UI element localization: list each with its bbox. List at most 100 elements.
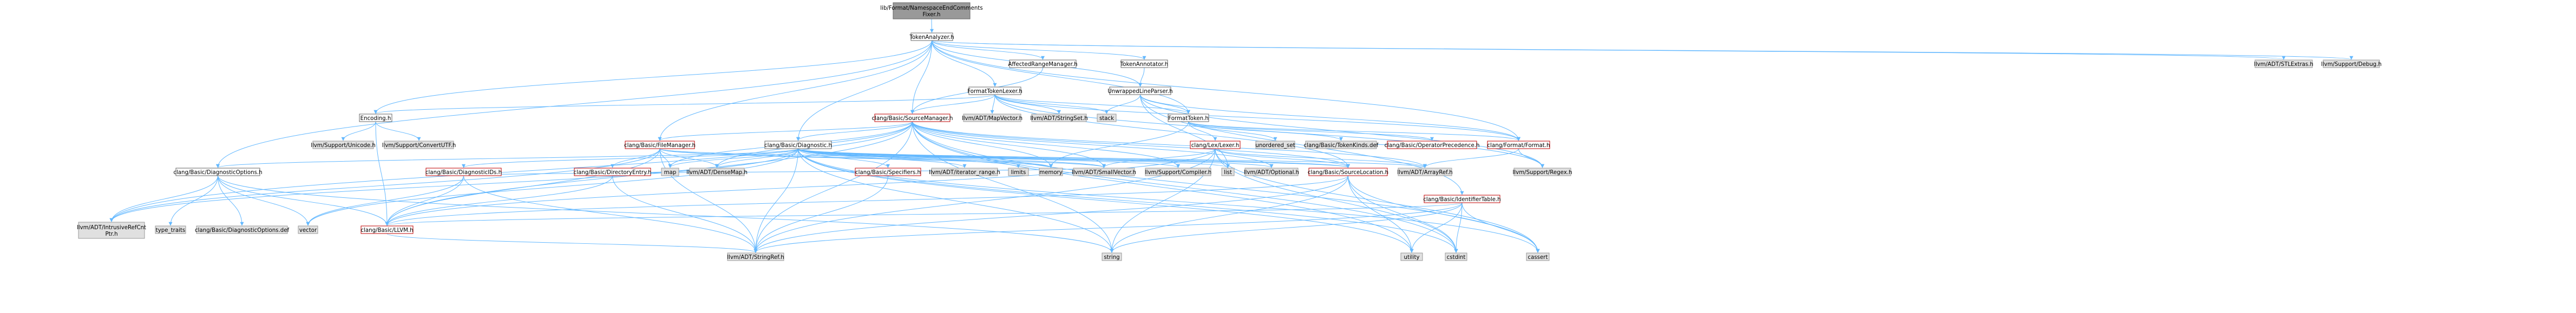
node-formattoken[interactable]: FormatToken.h	[1168, 114, 1209, 122]
node-affectedrange[interactable]: AffectedRangeManager.h	[1008, 59, 1078, 68]
node-box	[1221, 168, 1235, 176]
dependency-edge	[218, 175, 1114, 253]
node-box	[625, 141, 695, 149]
dependency-edge	[1215, 148, 1350, 168]
node-box	[1102, 252, 1122, 261]
nodes-layer: lib/Format/NamespaceEndCommentsFixer.hTo…	[77, 2, 2382, 261]
dependency-edge	[385, 202, 1463, 226]
node-label: clang/Basic/SourceLocation.h	[1308, 170, 1388, 176]
node-lexer[interactable]: clang/Lex/Lexer.h	[1190, 141, 1241, 149]
node-llvmh[interactable]: clang/Basic/LLVM.h	[360, 225, 414, 234]
dependency-edge	[753, 148, 798, 253]
node-debug: llvm/Support/Debug.h	[2321, 59, 2382, 68]
node-formattokenlexer[interactable]: FormatTokenLexer.h	[967, 86, 1022, 95]
node-label: Fixer.h	[923, 12, 941, 18]
node-label: llvm/ADT/iterator_range.h	[929, 170, 1000, 176]
node-diagids[interactable]: clang/Basic/DiagnosticIDs.h	[425, 168, 502, 176]
node-label: llvm/Support/Unicode.h	[311, 143, 376, 149]
dependency-edge	[798, 148, 967, 168]
node-box	[298, 225, 318, 234]
node-label: limits	[1011, 170, 1026, 176]
dependency-edge	[1138, 67, 1145, 87]
node-specifiers[interactable]: clang/Basic/Specifiers.h	[855, 168, 921, 176]
dependency-edge	[753, 175, 1348, 253]
node-encoding[interactable]: Encoding.h	[359, 114, 392, 122]
dependency-edge	[659, 148, 1053, 168]
node-box	[1424, 195, 1500, 203]
node-label: clang/Basic/Specifiers.h	[855, 170, 921, 176]
node-box	[1073, 168, 1135, 176]
node-map: map	[661, 168, 679, 176]
node-box	[764, 141, 832, 149]
node-label: llvm/ADT/StringSet.h	[1030, 116, 1087, 122]
node-direntry[interactable]: clang/Basic/DirectoryEntry.h	[574, 168, 652, 176]
node-tokenanalyzer[interactable]: TokenAnalyzer.h	[909, 32, 954, 41]
dependency-edge	[1110, 148, 1216, 253]
dependency-edge	[796, 121, 913, 141]
node-filemanager[interactable]: clang/Basic/FileManager.h	[624, 141, 696, 149]
node-label: TokenAnalyzer.h	[909, 35, 954, 41]
node-box	[1398, 168, 1452, 176]
node-diagnostic[interactable]: clang/Basic/Diagnostic.h	[764, 141, 832, 149]
node-box	[1526, 252, 1550, 261]
dependency-edge	[109, 148, 660, 222]
dependency-edge	[612, 175, 758, 253]
node-label: clang/Basic/LLVM.h	[360, 228, 413, 234]
dependency-edge	[798, 148, 1427, 168]
dependency-edge	[994, 94, 1544, 168]
node-diagoptions[interactable]: clang/Basic/DiagnosticOptions.h	[173, 168, 263, 176]
node-sourcemanager[interactable]: clang/Basic/SourceManager.h	[872, 114, 953, 122]
node-box	[384, 141, 454, 149]
node-tokenannotator[interactable]: TokenAnnotator.h	[1120, 59, 1169, 68]
dependency-edge	[798, 148, 1414, 253]
dependency-edge	[798, 148, 1020, 168]
dependency-edge	[218, 175, 244, 226]
node-box	[1008, 168, 1029, 176]
node-opprecedence[interactable]: clang/Basic/OperatorPrecedence.h	[1385, 141, 1480, 149]
node-label: Encoding.h	[360, 116, 391, 122]
node-regex: llvm/Support/Regex.h	[1513, 168, 1572, 176]
node-label: vector	[299, 228, 317, 234]
node-box	[574, 168, 651, 176]
node-box	[1308, 168, 1388, 176]
node-label: llvm/ADT/DenseMap.h	[686, 170, 748, 176]
dependency-edge	[385, 175, 1348, 226]
dependency-edge	[1454, 202, 1463, 253]
node-box	[1445, 252, 1467, 261]
dependency-edge	[1110, 175, 1348, 253]
node-unwrappedlineparser[interactable]: UnwrappedLineParser.h	[1107, 86, 1173, 95]
dependency-edge	[932, 40, 1520, 141]
node-label: clang/Basic/DiagnosticOptions.def	[195, 228, 290, 234]
dependency-edge	[1188, 121, 1277, 141]
node-label: map	[664, 170, 677, 176]
node-tokenkindsdef: clang/Basic/TokenKinds.def	[1304, 141, 1379, 149]
node-stack: stack	[1097, 114, 1117, 122]
node-list: list	[1221, 168, 1235, 176]
node-formath[interactable]: clang/Format/Format.h	[1487, 141, 1550, 149]
dependency-edge	[375, 121, 389, 226]
dependency-edge	[385, 175, 613, 226]
node-box	[196, 225, 288, 234]
node-label: llvm/Support/ConvertUTF.h	[382, 143, 456, 149]
dependency-edge	[1348, 175, 1414, 253]
node-label: FormatToken.h	[1168, 116, 1209, 122]
node-box	[661, 168, 679, 176]
node-label: clang/Basic/Diagnostic.h	[764, 143, 832, 149]
dependency-edge	[1188, 121, 1343, 141]
dependency-edge	[1348, 175, 1540, 253]
dependency-edge	[798, 148, 890, 168]
dependency-edge	[796, 40, 932, 141]
dependency-edge	[798, 148, 1350, 168]
node-box	[78, 222, 145, 239]
dependency-edge	[1110, 202, 1463, 253]
dependency-edge	[386, 233, 758, 253]
dependency-edge	[932, 40, 1146, 60]
node-label: clang/Basic/OperatorPrecedence.h	[1385, 143, 1480, 149]
dependency-edge	[798, 148, 1230, 168]
dependency-edge	[385, 175, 464, 226]
node-label: llvm/ADT/MapVector.h	[962, 116, 1022, 122]
node-identifiertable[interactable]: clang/Basic/IdentifierTable.h	[1423, 195, 1501, 203]
dependency-edge	[385, 148, 660, 226]
node-sourcelocation[interactable]: clang/Basic/SourceLocation.h	[1308, 168, 1388, 176]
node-optional: llvm/ADT/Optional.h	[1244, 168, 1299, 176]
